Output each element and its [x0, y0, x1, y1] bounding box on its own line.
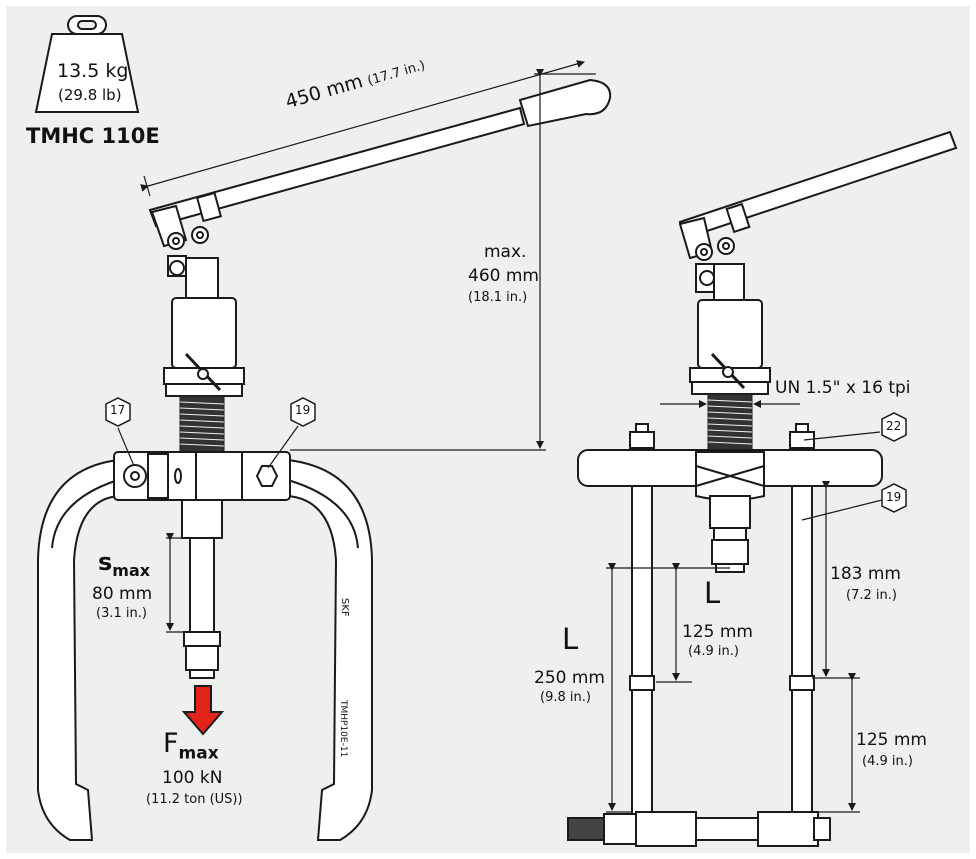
force-us: (11.2 ton (US)): [146, 792, 243, 807]
right-rods: [629, 485, 815, 819]
hex-19-right-label: 19: [886, 490, 902, 504]
max-height-prefix: max.: [484, 242, 527, 262]
left-threaded-spindle: [179, 395, 225, 453]
left-handle: [148, 78, 612, 250]
weight-lb: (29.8 lb): [58, 86, 122, 104]
l2-in: (9.8 in.): [540, 690, 591, 705]
l1-in: (4.9 in.): [688, 644, 739, 659]
right-jaws: [567, 811, 831, 847]
right-cross-beam: [577, 423, 883, 501]
stroke-symbol: s: [98, 548, 113, 576]
force-arrow-icon: [181, 685, 225, 736]
right-handle: [678, 130, 958, 261]
force-symbol: F: [163, 728, 179, 759]
right-pump-cylinder: [689, 263, 771, 395]
callout-leaders: [117, 425, 883, 521]
l-symbol-2: L: [562, 622, 579, 656]
l2: 250 mm: [534, 668, 605, 688]
wrench-size-callouts: [105, 397, 907, 513]
l-symbol-1: L: [704, 576, 721, 610]
weight-icon: [34, 15, 140, 113]
force-label: Fmax: [163, 728, 219, 763]
thread-spec: UN 1.5" x 16 tpi: [775, 378, 911, 398]
stroke-label: smax: [98, 548, 150, 580]
arm-part-no: TMHP10E-11: [338, 700, 348, 758]
stroke-in: (3.1 in.): [96, 606, 147, 621]
left-cross-beam: [113, 451, 291, 501]
rod-upper-in: (7.2 in.): [846, 588, 897, 603]
weight-kg: 13.5 kg: [57, 60, 129, 82]
l1: 125 mm: [682, 622, 753, 642]
force-sub: max: [178, 743, 219, 764]
right-threaded-spindle: [707, 393, 753, 453]
dimension-lines: [140, 60, 860, 813]
stroke: 80 mm: [92, 584, 153, 604]
rod-lower-in: (4.9 in.): [862, 754, 913, 769]
rod-upper: 183 mm: [830, 564, 901, 584]
hex-19-left-label: 19: [295, 403, 311, 417]
max-height: 460 mm: [468, 266, 539, 286]
hex-22-label: 22: [886, 419, 902, 433]
model-name: TMHC 110E: [26, 124, 160, 148]
hex-17-label: 17: [110, 403, 126, 417]
rod-lower: 125 mm: [856, 730, 927, 750]
force: 100 kN: [162, 768, 223, 788]
stroke-sub: max: [112, 560, 151, 580]
left-spindle-tip: [181, 499, 223, 679]
max-height-in: (18.1 in.): [468, 290, 528, 305]
arm-brand: SKF: [339, 598, 350, 617]
left-puller-arms: [37, 458, 373, 841]
left-pump-cylinder: [163, 255, 245, 397]
right-spindle-tip: [709, 495, 751, 573]
